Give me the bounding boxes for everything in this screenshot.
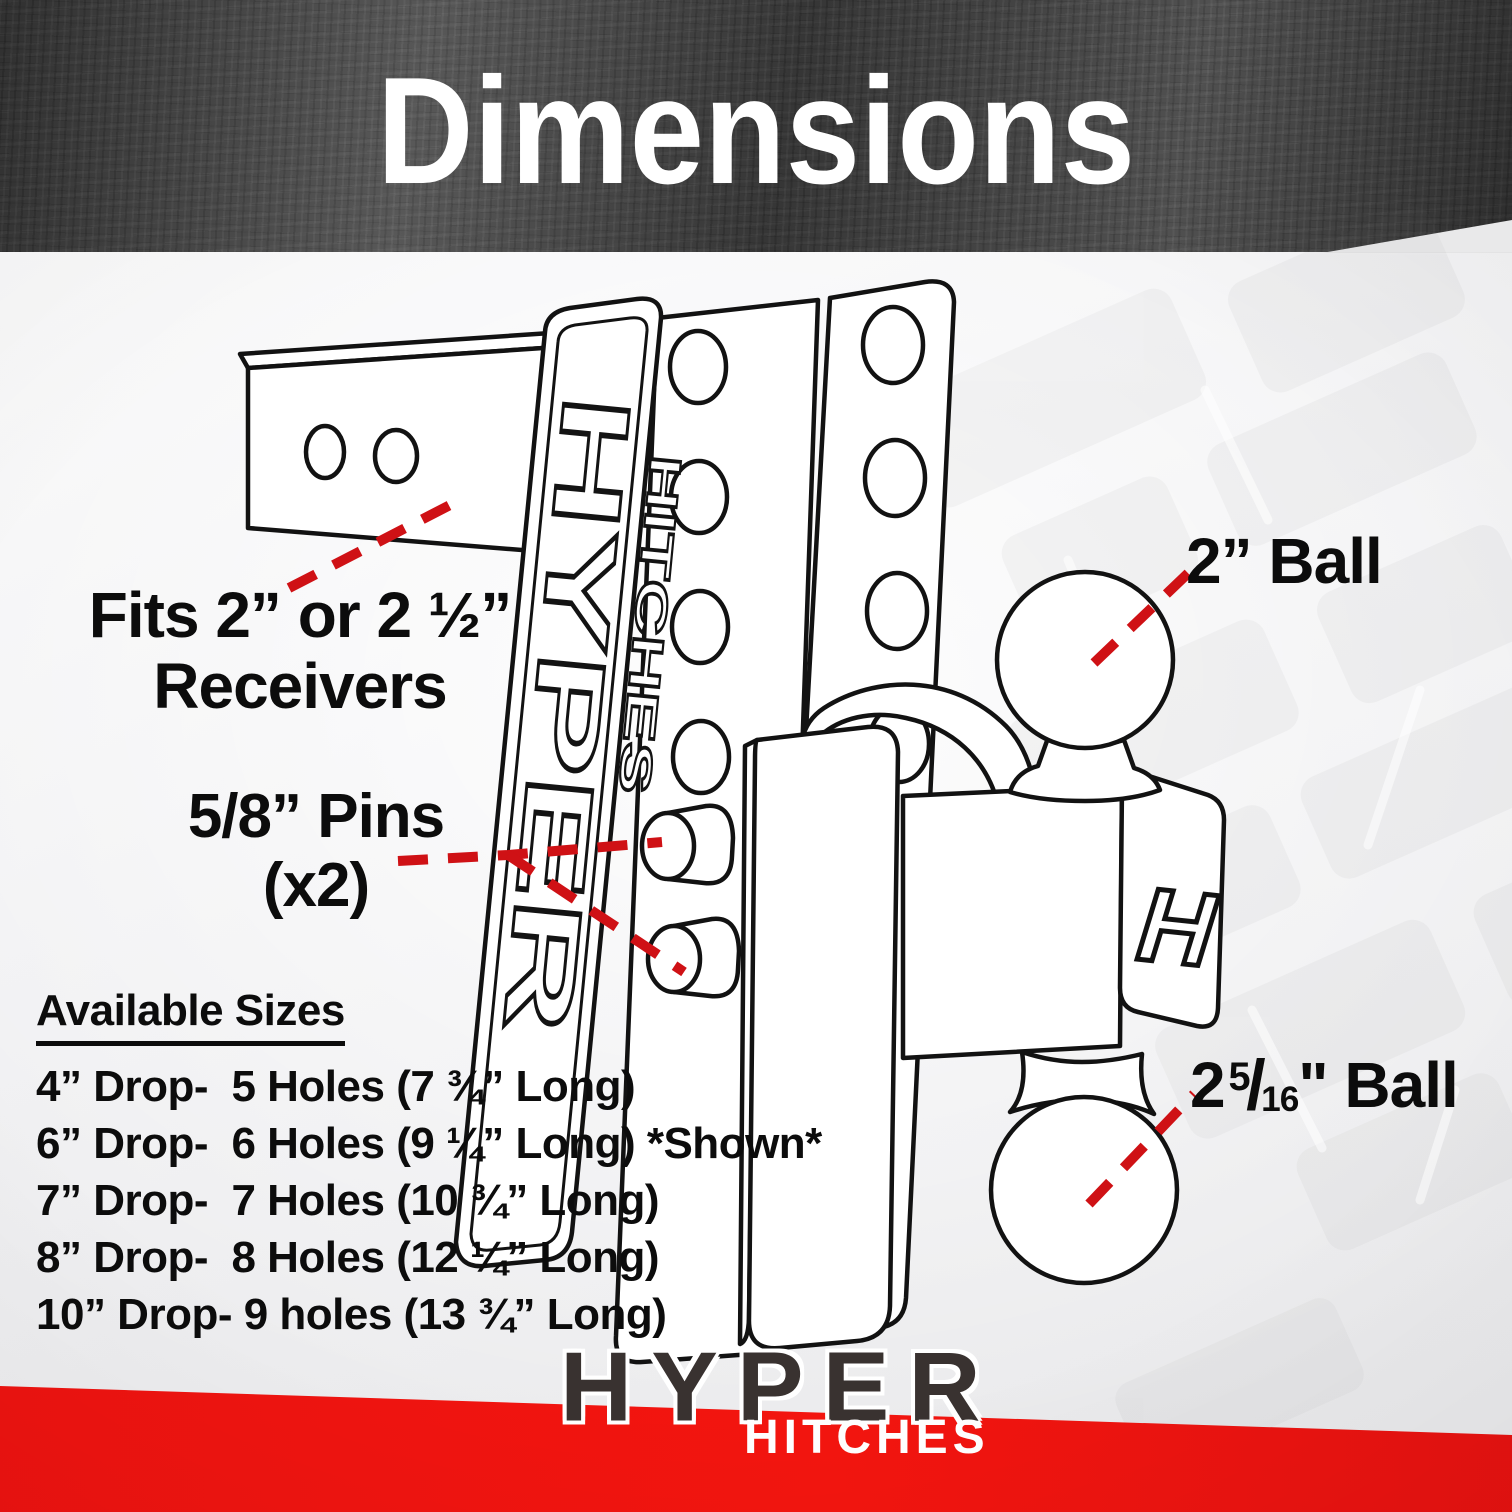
brand-logo-primary: HYPER — [560, 1332, 1000, 1442]
h-monogram-icon: H — [1133, 866, 1222, 989]
callout-receiver-line1: Fits 2” or 2 ½” — [88, 579, 512, 651]
shank-hole — [372, 427, 420, 485]
upper-ball-neck — [1007, 735, 1163, 804]
plate-hole — [864, 570, 930, 652]
lower-ball-neck — [1007, 1049, 1157, 1117]
callout-line-ball-top — [1090, 557, 1205, 667]
callout-receiver-line2: Receivers — [153, 650, 447, 722]
logo-plate — [453, 296, 664, 1269]
callout-receiver: Fits 2” or 2 ½” Receivers — [38, 580, 562, 722]
callout-ball-bottom: 25/16" Ball — [1190, 1042, 1512, 1125]
callout-pins: 5/8” Pins (x2) — [114, 782, 518, 920]
ball-bottom-denominator: 16 — [1261, 1079, 1299, 1119]
available-sizes-heading: Available Sizes — [36, 986, 345, 1046]
size-item: 10” Drop- 9 holes (13 ¾” Long) — [36, 1290, 667, 1339]
plate-hole — [668, 458, 730, 536]
hitch-line-art — [237, 279, 1227, 1365]
callout-ball-top: 2” Ball — [1186, 525, 1383, 597]
size-item: 4” Drop- 5 Holes (7 ¾” Long) — [36, 1062, 636, 1111]
pin-face — [639, 810, 697, 882]
brand-logo-secondary: HITCHES — [744, 1411, 990, 1464]
callout-pins-line2: (x2) — [262, 851, 370, 920]
callout-line-ball-bottom — [1085, 1090, 1198, 1208]
tread-watermark — [875, 206, 1512, 1512]
size-item: 8” Drop- 8 Holes (12 ¼” Long) — [36, 1233, 660, 1282]
ball-bottom-slash: / — [1246, 1045, 1266, 1125]
callout-line-receiver — [286, 499, 455, 593]
ball-bottom-numerator: 5 — [1228, 1055, 1251, 1100]
logo-plate-bevel — [469, 316, 649, 1252]
pin-face — [645, 923, 703, 995]
callout-lines — [286, 499, 1205, 1208]
callout-pins-line1: 5/8” Pins — [187, 782, 445, 851]
available-sizes: Available Sizes 4” Drop- 5 Holes (7 ¾” L… — [36, 986, 936, 1343]
plate-hole — [669, 588, 731, 666]
plate-hole — [667, 328, 729, 406]
size-item: 7” Drop- 7 Holes (10 ¾” Long) — [36, 1176, 660, 1225]
plate-hole — [860, 304, 926, 386]
plate-hole — [862, 437, 928, 519]
ball-2in — [994, 569, 1176, 751]
ball-2-5-16in — [988, 1094, 1180, 1286]
size-item: 6” Drop- 6 Holes (9 ¼” Long) *Shown* — [36, 1119, 822, 1168]
ball-bottom-suffix: " Ball — [1298, 1049, 1458, 1121]
header-band: Dimensions — [0, 0, 1512, 252]
plate-hole — [670, 718, 732, 796]
shank-hole — [303, 423, 347, 481]
page-title: Dimensions — [376, 46, 1136, 216]
carriage-front — [746, 724, 901, 1351]
ball-bottom-whole: 2 — [1190, 1049, 1226, 1121]
callout-line-pins-lower — [505, 850, 687, 977]
